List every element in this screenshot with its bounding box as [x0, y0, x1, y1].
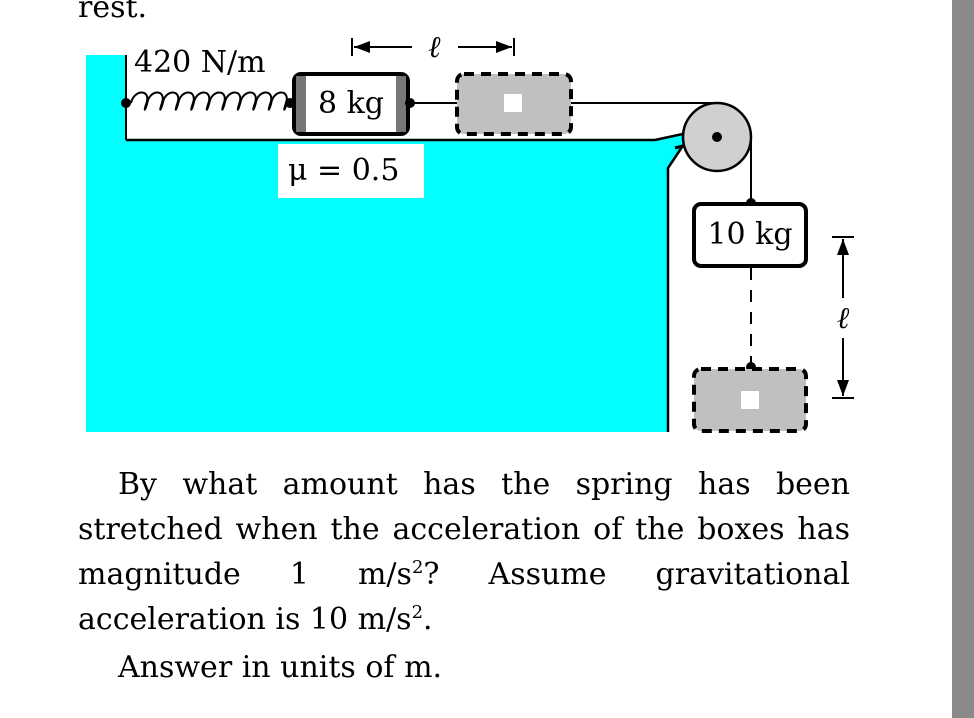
problem-text: By what amount has the spring has been s…	[78, 462, 850, 642]
block-8kg-left-shade	[296, 76, 306, 132]
right-edge-bar	[952, 0, 974, 718]
friction-label-bg	[278, 144, 424, 198]
table-surface	[86, 55, 692, 432]
answer-line: Answer in units of m.	[118, 650, 443, 685]
table-top-edge	[126, 130, 693, 142]
physics-figure: 420 N/m ℓ 8 kg μ = 0.5 10 kg ℓ	[86, 30, 854, 433]
ell-right-up-arrowhead	[837, 239, 849, 255]
problem-exp1: 2	[411, 557, 424, 578]
ell-top-label: ℓ	[428, 30, 441, 65]
table-side-edge	[666, 131, 694, 432]
problem-part2: ? Assume gravitational acceleration is 1…	[78, 557, 850, 637]
ghost-block-table-marker	[504, 94, 522, 112]
ell-top-left-arrowhead	[354, 41, 370, 53]
problem-exp2: 2	[411, 602, 424, 623]
block-8kg-right-shade	[396, 76, 406, 132]
friction-label: μ = 0.5	[288, 153, 399, 188]
spring-coil	[130, 91, 288, 111]
ell-right-label: ℓ	[837, 301, 850, 336]
problem-part1: By what amount has the spring has been s…	[78, 467, 850, 592]
problem-part3: .	[423, 602, 433, 637]
block-10kg	[692, 202, 808, 268]
block-8kg-label: 8 kg	[318, 86, 384, 121]
ell-right-down-arrowhead	[837, 380, 849, 396]
previous-text: rest.	[78, 0, 148, 25]
spring-anchor-dot	[121, 98, 131, 108]
spring-constant-label: 420 N/m	[134, 45, 266, 80]
ghost-block-hanging-marker	[741, 391, 759, 409]
pulley-axle	[712, 132, 722, 142]
block-10kg-label: 10 kg	[707, 217, 792, 252]
ell-top-right-arrowhead	[496, 41, 512, 53]
